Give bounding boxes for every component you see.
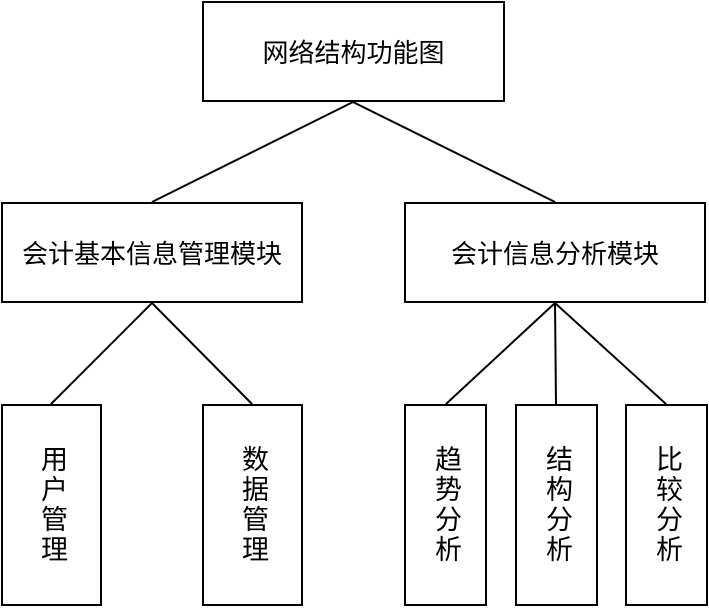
user-management-box: 用户管理	[1, 404, 102, 606]
data-management-label: 数据管理	[237, 445, 268, 565]
connector-analysis-to-trend-analysis	[445, 302, 556, 405]
compare-analysis-box: 比较分析	[625, 404, 708, 606]
connector-analysis-to-compare-analysis	[554, 302, 667, 405]
structure-analysis-label: 结构分析	[541, 445, 572, 565]
connector-basic-to-user-management	[50, 302, 153, 405]
trend-analysis-label: 趋势分析	[430, 445, 461, 565]
basic-info-module-box: 会计基本信息管理模块	[1, 202, 303, 303]
connector-root-to-analysis-module	[352, 101, 556, 203]
data-management-box: 数据管理	[202, 404, 303, 606]
root-node-label: 网络结构功能图	[262, 39, 445, 69]
info-analysis-module-box: 会计信息分析模块	[404, 202, 706, 303]
root-node-box: 网络结构功能图	[202, 1, 505, 102]
trend-analysis-box: 趋势分析	[404, 404, 487, 606]
connector-root-to-basic-module	[151, 101, 354, 203]
compare-analysis-label: 比较分析	[651, 445, 682, 565]
connector-analysis-to-structure-analysis	[554, 302, 557, 405]
structure-analysis-box: 结构分析	[515, 404, 598, 606]
basic-info-module-label: 会计基本信息管理模块	[21, 240, 282, 270]
info-analysis-module-label: 会计信息分析模块	[450, 240, 659, 270]
user-management-label: 用户管理	[36, 445, 67, 565]
connector-basic-to-data-management	[151, 302, 253, 405]
